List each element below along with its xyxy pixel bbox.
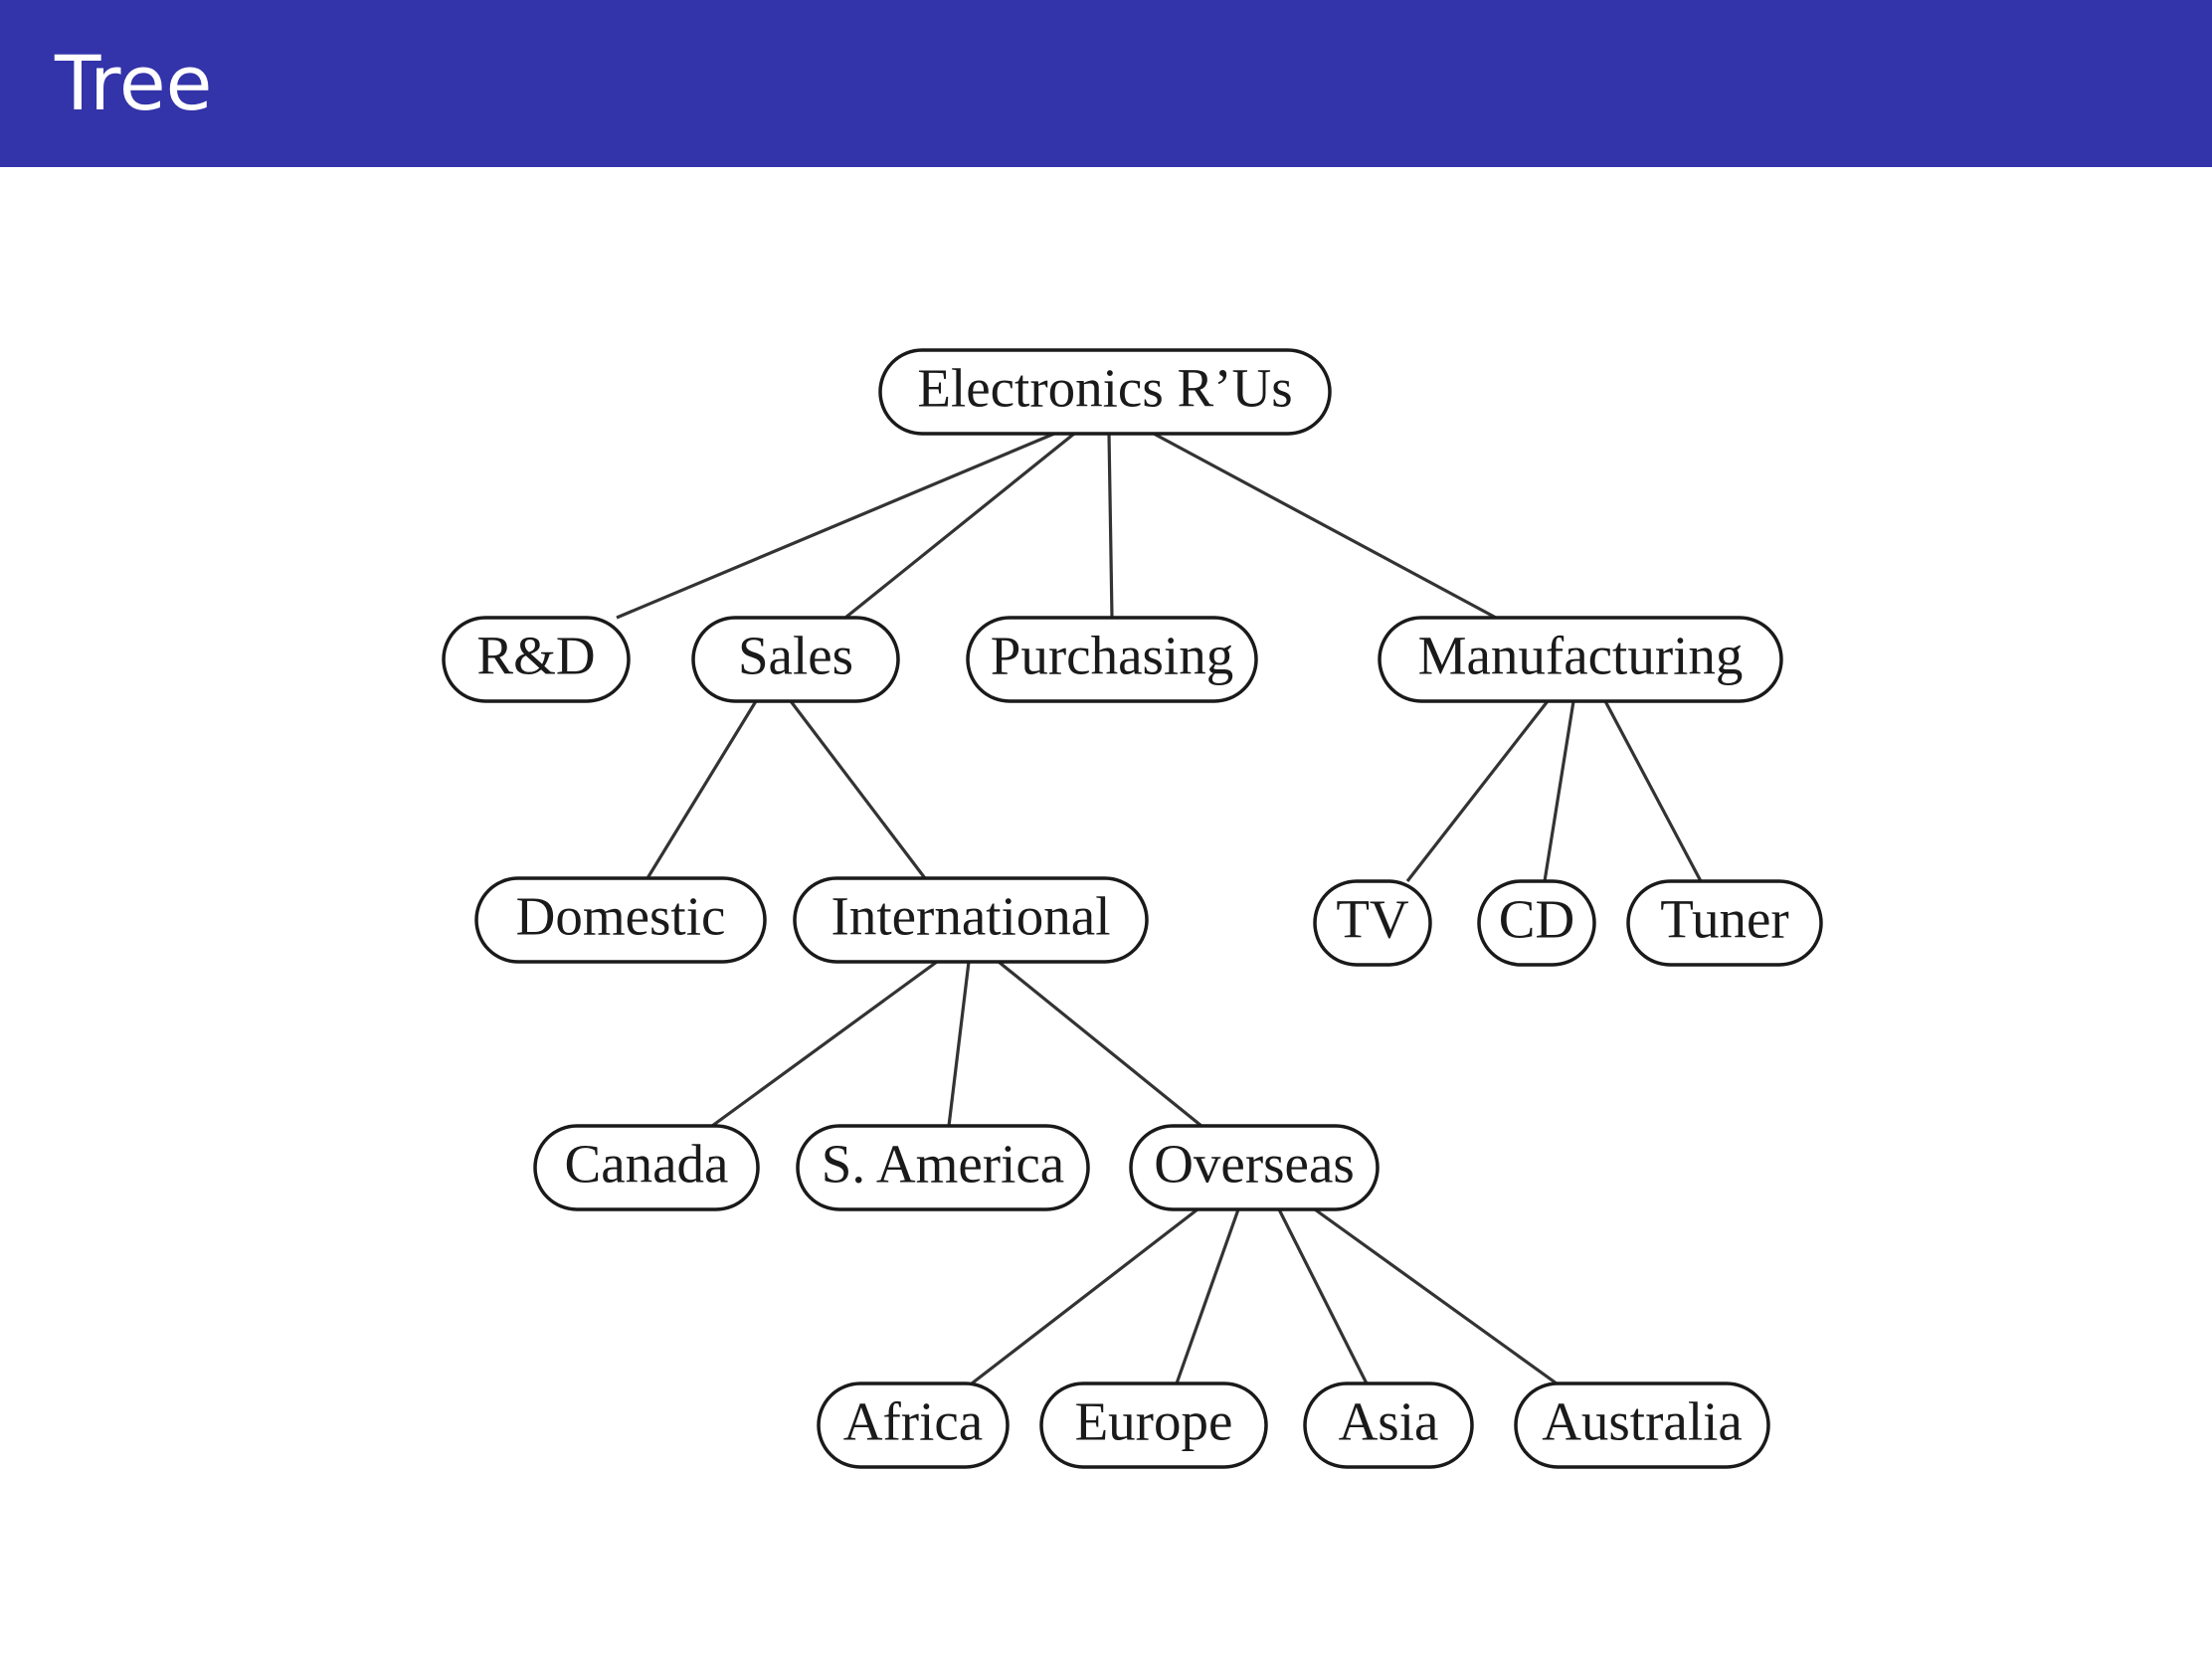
tree-node-label: Sales xyxy=(738,626,853,686)
tree-node-label: Manufacturing xyxy=(1418,626,1744,686)
tree-node-asia: Asia xyxy=(1303,1382,1474,1469)
tree-edge-root-sales xyxy=(843,432,1076,620)
tree-edge-sales-international xyxy=(789,700,927,879)
tree-node-label: International xyxy=(831,886,1111,947)
tree-node-tv: TV xyxy=(1313,879,1432,967)
tree-node-box xyxy=(691,616,900,703)
tree-node-box xyxy=(442,616,631,703)
tree-node-international: International xyxy=(793,876,1149,964)
tree-node-sales: Sales xyxy=(691,616,900,703)
tree-edge-manufacturing-tuner xyxy=(1603,700,1703,882)
tree-node-africa: Africa xyxy=(817,1382,1010,1469)
tree-node-box xyxy=(966,616,1258,703)
tree-node-box xyxy=(1129,1124,1380,1211)
tree-node-label: CD xyxy=(1499,889,1574,950)
tree-node-label: Europe xyxy=(1075,1391,1233,1452)
tree-node-label: Overseas xyxy=(1154,1134,1355,1195)
tree-node-label: Asia xyxy=(1339,1391,1439,1452)
tree-node-root: Electronics R’Us xyxy=(878,348,1332,436)
title-bar: Tree xyxy=(0,0,2212,167)
tree-node-label: Purchasing xyxy=(991,626,1233,686)
tree-node-label: Domestic xyxy=(516,886,726,947)
tree-edge-overseas-europe xyxy=(1175,1208,1240,1384)
tree-node-box xyxy=(817,1382,1010,1469)
tree-node-label: Canada xyxy=(565,1134,729,1195)
tree-edge-root-purchasing xyxy=(1107,433,1114,619)
tree-node-box xyxy=(878,348,1332,436)
tree-node-label: Electronics R’Us xyxy=(917,358,1292,419)
tree-node-box xyxy=(474,876,767,964)
tree-node-box xyxy=(1378,616,1783,703)
tree-node-box xyxy=(793,876,1149,964)
tree-node-box xyxy=(1514,1382,1770,1469)
tree-node-label: Africa xyxy=(843,1391,983,1452)
tree-node-domestic: Domestic xyxy=(474,876,767,964)
tree-edge-root-manufacturing xyxy=(1153,432,1497,620)
tree-edge-international-canada xyxy=(711,960,938,1128)
tree-node-cd: CD xyxy=(1477,879,1596,967)
tree-edge-overseas-asia xyxy=(1277,1208,1369,1384)
tree-edge-sales-domestic xyxy=(645,700,758,879)
tree-node-label: R&D xyxy=(476,626,595,686)
tree-node-box xyxy=(1303,1382,1474,1469)
tree-node-purchasing: Purchasing xyxy=(966,616,1258,703)
tree-node-box xyxy=(796,1124,1090,1211)
tree-node-europe: Europe xyxy=(1039,1382,1268,1469)
tree-node-rd: R&D xyxy=(442,616,631,703)
tree-node-overseas: Overseas xyxy=(1129,1124,1380,1211)
tree-node-label: Australia xyxy=(1542,1391,1743,1452)
tree-node-manufacturing: Manufacturing xyxy=(1378,616,1783,703)
tree-node-label: S. America xyxy=(822,1134,1064,1195)
tree-node-box xyxy=(1477,879,1596,967)
tree-node-box xyxy=(1039,1382,1268,1469)
tree-node-box xyxy=(1626,879,1823,967)
tree-edge-manufacturing-tv xyxy=(1405,700,1550,882)
edges-layer xyxy=(616,432,1703,1385)
tree-edge-international-overseas xyxy=(997,960,1203,1128)
tree-node-canada: Canada xyxy=(533,1124,760,1211)
tree-node-box xyxy=(1313,879,1432,967)
tree-node-tuner: Tuner xyxy=(1626,879,1823,967)
tree-edge-overseas-australia xyxy=(1314,1207,1558,1385)
tree-node-samerica: S. America xyxy=(796,1124,1090,1211)
tree-node-australia: Australia xyxy=(1514,1382,1770,1469)
tree-edge-overseas-africa xyxy=(971,1207,1198,1385)
tree-node-label: Tuner xyxy=(1660,889,1788,950)
tree-node-box xyxy=(533,1124,760,1211)
tree-edge-manufacturing-cd xyxy=(1543,700,1575,882)
tree-node-label: TV xyxy=(1336,889,1409,950)
tree-edge-international-samerica xyxy=(947,961,971,1127)
tree-edge-root-rd xyxy=(616,432,1055,620)
nodes-layer: Electronics R’UsR&D Sales Purchasing Manufa… xyxy=(442,348,1823,1469)
slide-title: Tree xyxy=(55,39,213,127)
